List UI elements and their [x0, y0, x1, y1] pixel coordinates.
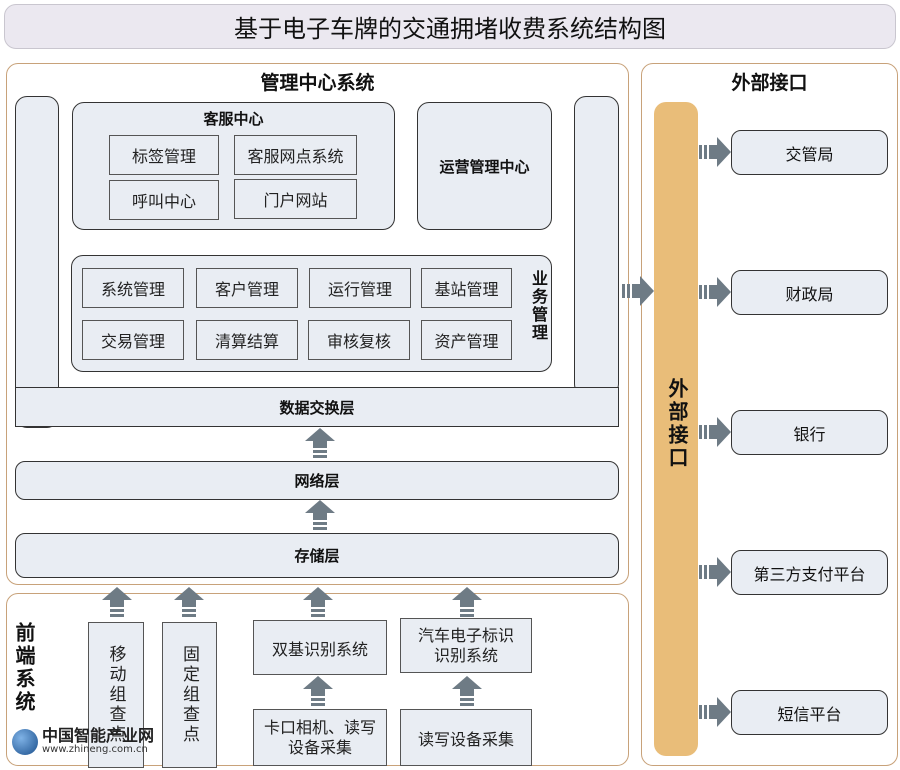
- operations-center-panel[interactable]: 运营管理中心: [417, 102, 552, 230]
- vehicle-id-recognition-system[interactable]: 汽车电子标识 识别系统: [400, 618, 532, 673]
- management-center-title: 管理中心系统: [260, 72, 375, 94]
- bm-item-customer[interactable]: 客户管理: [196, 268, 298, 308]
- bm-item-operation[interactable]: 运行管理: [309, 268, 411, 308]
- arrow-up-mobile-checkpoint-icon: [102, 587, 132, 617]
- operations-center-label: 运营管理中心: [439, 157, 530, 176]
- bm-item-audit[interactable]: 审核复核: [308, 320, 410, 360]
- watermark-name: 中国智能产业网: [42, 726, 155, 745]
- vehicle-id-line-2: 识别系统: [433, 645, 498, 665]
- diagram-title: 基于电子车牌的交通拥堵收费系统结构图: [4, 4, 896, 49]
- data-exchange-label: 数据交换层: [279, 398, 355, 417]
- arrow-right-to-interface-icon: [622, 276, 654, 306]
- business-management-title: 业务管理: [529, 270, 548, 342]
- network-layer-label: 网络层: [294, 472, 340, 490]
- arrow-right-to-target-0-icon: [699, 137, 731, 167]
- dual-base-recognition-system[interactable]: 双基识别系统: [253, 620, 387, 675]
- camera-rw-collection[interactable]: 卡口相机、读写 设备采集: [253, 709, 387, 766]
- left-pillar: [15, 96, 59, 428]
- bm-item-transaction[interactable]: 交易管理: [82, 320, 184, 360]
- arrow-right-to-target-4-icon: [699, 697, 731, 727]
- data-exchange-layer[interactable]: 数据交换层: [15, 387, 619, 427]
- bm-item-asset[interactable]: 资产管理: [421, 320, 512, 360]
- external-target-finance-bureau[interactable]: 财政局: [731, 270, 888, 315]
- external-target-bank[interactable]: 银行: [731, 410, 888, 455]
- right-pillar: [574, 96, 619, 396]
- watermark-url: www.zhineng.com.cn: [42, 744, 148, 755]
- vehicle-id-line-1: 汽车电子标识: [417, 625, 514, 645]
- storage-layer[interactable]: 存储层: [15, 533, 619, 578]
- arrow-right-to-target-2-icon: [699, 417, 731, 447]
- rw-device-collection[interactable]: 读写设备采集: [400, 709, 532, 766]
- cs-item-service-outlet[interactable]: 客服网点系统: [234, 135, 357, 175]
- storage-layer-label: 存储层: [294, 547, 340, 565]
- bm-item-system[interactable]: 系统管理: [82, 268, 184, 308]
- customer-service-title: 客服中心: [203, 110, 264, 128]
- arrow-up-to-data-exchange-icon: [305, 428, 335, 458]
- arrow-up-fixed-checkpoint-icon: [174, 587, 204, 617]
- arrow-up-dual-base-icon: [303, 587, 333, 617]
- bm-item-base-station[interactable]: 基站管理: [421, 268, 512, 308]
- arrow-up-camera-to-dual-base-icon: [303, 676, 333, 706]
- arrow-right-to-target-3-icon: [699, 557, 731, 587]
- watermark: 中国智能产业网 www.zhineng.com.cn: [12, 728, 154, 755]
- arrow-up-vehicle-id-icon: [452, 587, 482, 617]
- frontend-title: 前端系统: [12, 622, 36, 714]
- mobile-checkpoint[interactable]: 移动组查点: [88, 622, 144, 768]
- external-target-traffic-police[interactable]: 交管局: [731, 130, 888, 175]
- external-interface-title: 外部接口: [731, 72, 808, 94]
- cs-item-portal[interactable]: 门户网站: [234, 179, 357, 219]
- arrow-up-to-network-icon: [305, 500, 335, 530]
- external-interface-bar-label: 外部接口: [665, 378, 689, 470]
- fixed-checkpoint[interactable]: 固定组查点: [162, 622, 217, 768]
- camera-line-2: 设备采集: [287, 737, 352, 757]
- external-interface-bar: [654, 102, 698, 756]
- camera-line-1: 卡口相机、读写: [263, 717, 376, 737]
- bm-item-clearing[interactable]: 清算结算: [196, 320, 298, 360]
- external-target-third-party-payment[interactable]: 第三方支付平台: [731, 550, 888, 595]
- external-target-sms-platform[interactable]: 短信平台: [731, 690, 888, 735]
- arrow-right-to-target-1-icon: [699, 277, 731, 307]
- globe-logo-icon: [12, 728, 38, 755]
- cs-item-tag-management[interactable]: 标签管理: [109, 135, 219, 175]
- network-layer[interactable]: 网络层: [15, 461, 619, 500]
- cs-item-call-center[interactable]: 呼叫中心: [109, 180, 219, 220]
- arrow-up-rw-to-vehicle-id-icon: [452, 676, 482, 706]
